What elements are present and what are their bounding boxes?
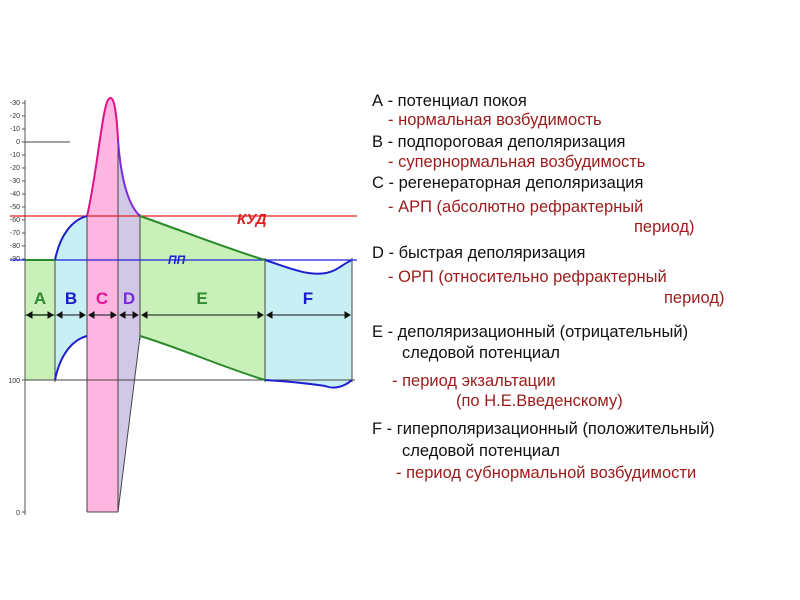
legend-f-title-2: следовой потенциал [402, 442, 560, 460]
tick-label: 100 [8, 378, 20, 385]
tick-label: -60 [10, 217, 20, 224]
segment-e-fill-upper [140, 216, 265, 315]
threshold-label: КУД [237, 211, 267, 228]
legend-b-sub: - супернормальная возбудимость [388, 153, 646, 171]
tick-label: -40 [10, 191, 20, 198]
legend-a-sub: - нормальная возбудимость [388, 111, 602, 129]
segment-label-e: E [196, 289, 207, 308]
curve-subthreshold [54, 215, 88, 261]
excitability-supernormal [54, 335, 88, 381]
legend-d-sub-2: период) [664, 289, 725, 307]
curve-repolarization [117, 139, 141, 217]
legend-f-sub: - период субнормальной возбудимости [396, 464, 697, 482]
excitability-subnormal [264, 379, 353, 389]
tick-label: -50 [10, 204, 20, 211]
segment-a-fill-upper [25, 260, 55, 315]
excitability-exaltation [139, 335, 266, 381]
tick-label: 0 [16, 139, 20, 146]
tick-label: -10 [10, 126, 20, 133]
legend-c-sub-2: период) [634, 218, 695, 236]
tick-label: -70 [10, 230, 20, 237]
segment-arrows [26, 311, 351, 319]
tick-label: -20 [10, 113, 20, 120]
legend-e-title-1: Е - деполяризационный (отрицательный) [372, 323, 689, 341]
tick-label: 0 [16, 510, 20, 517]
segment-d-fill-lower [118, 315, 140, 512]
tick-label: -80 [10, 243, 20, 250]
segment-label-b: B [65, 289, 77, 308]
legend-c-sub-1: - АРП (абсолютно рефрактерный [388, 198, 644, 216]
legend-e-sub-1: - период экзальтации [392, 372, 556, 390]
curve-spike [86, 97, 119, 217]
curve-positive-afterpotential [264, 259, 353, 275]
tick-label: -10 [10, 152, 20, 159]
segment-f-fill-upper [265, 260, 352, 315]
segment-b-fill-upper [55, 216, 87, 315]
legend-f-title-1: F - гиперполяризационный (положительный) [372, 420, 715, 438]
resting-potential-label: ПП [168, 253, 186, 267]
y-axis-ticks [22, 102, 25, 513]
segment-b-fill-lower [55, 315, 87, 380]
tick-label: -30 [10, 100, 20, 107]
legend-c-title: С - регенераторная деполяризация [372, 174, 644, 192]
legend-d-title: D - быстрая деполяризация [372, 244, 586, 262]
legend-d-sub-1: - ОРП (относительно рефрактерный [388, 268, 667, 286]
legend-e-title-2: следовой потенциал [402, 344, 560, 362]
segment-label-d: D [123, 289, 135, 308]
segment-c-fill-lower [87, 315, 118, 512]
tick-label: -20 [10, 165, 20, 172]
segment-label-c: C [96, 289, 108, 308]
segment-boundaries [54, 140, 353, 512]
curve-negative-afterpotential [139, 215, 266, 261]
segment-label-a: A [34, 289, 46, 308]
tick-label: -30 [10, 178, 20, 185]
segment-c-fill-upper [87, 98, 118, 315]
legend-e-sub-2: (по Н.Е.Введенскому) [456, 392, 623, 410]
segment-label-f: F [303, 289, 313, 308]
legend-b-title: В - подпороговая деполяризация [372, 133, 626, 151]
legend-a-title: А - потенциал покоя [372, 92, 527, 110]
segment-e-fill-lower [140, 315, 265, 380]
excitability-relative-refractory [117, 335, 141, 513]
segment-a-fill-lower [25, 315, 55, 380]
segment-f-fill-lower [265, 315, 352, 388]
